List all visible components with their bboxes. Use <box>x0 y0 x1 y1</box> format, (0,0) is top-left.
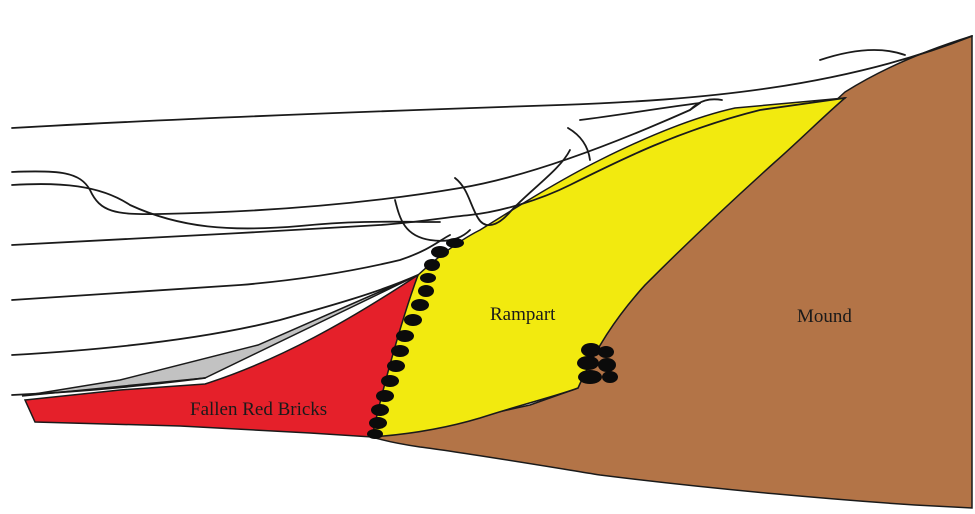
label-mound: Mound <box>797 306 852 327</box>
label-rampart: Rampart <box>490 304 556 325</box>
label-fallen-red-bricks: Fallen Red Bricks <box>190 399 327 420</box>
